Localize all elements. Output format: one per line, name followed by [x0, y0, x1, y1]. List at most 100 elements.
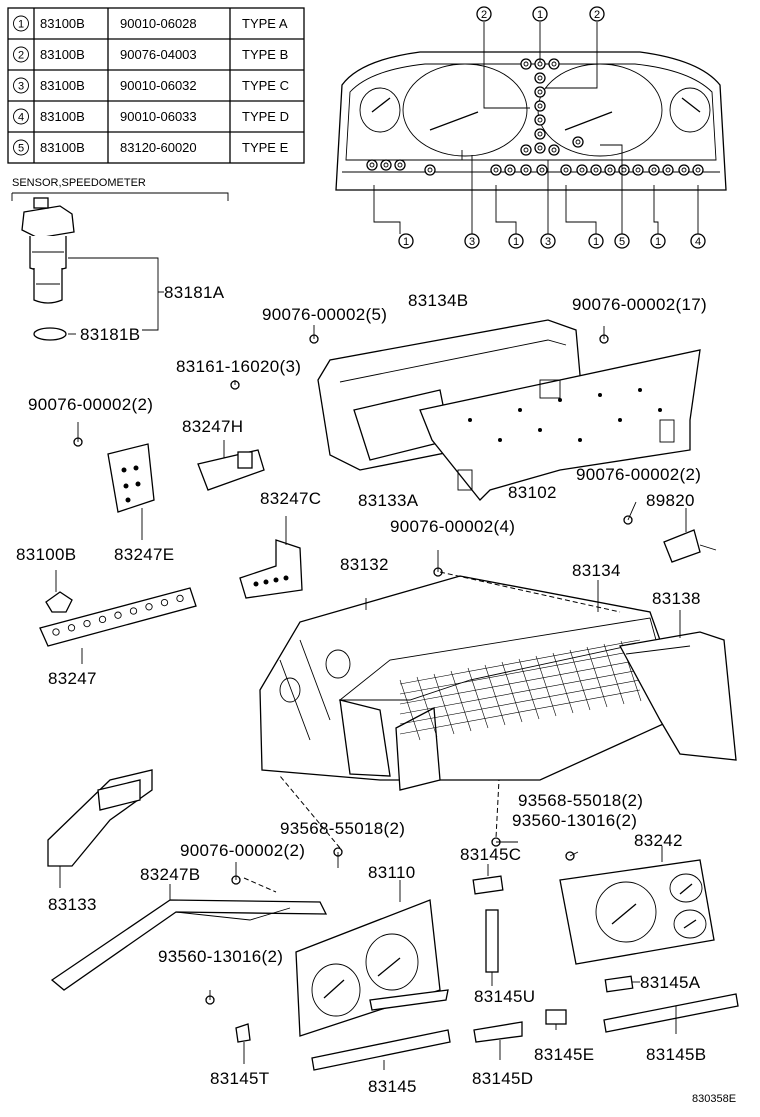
- label-83145T: 83145T: [210, 1069, 269, 1088]
- socket: [572, 136, 584, 148]
- svg-text:3: 3: [469, 236, 475, 248]
- label-83247E: 83247E: [114, 545, 174, 564]
- label-83100B: 83100B: [16, 545, 76, 564]
- label-90076-4: 90076-00002(4): [390, 517, 515, 536]
- row-mark-circle: [13, 46, 29, 63]
- upper-assembly: [317, 319, 701, 501]
- bulb-sockets: [366, 58, 704, 176]
- screws: [73, 325, 637, 1005]
- socket: [520, 58, 532, 70]
- label-83145D: 83145D: [472, 1069, 533, 1088]
- row-type: TYPE A: [242, 16, 288, 31]
- label-83145B: 83145B: [646, 1045, 706, 1064]
- label-83181B: 83181B: [80, 325, 140, 344]
- row-code: 90010-06033: [120, 109, 197, 124]
- callout-bottom: 1: [588, 233, 604, 249]
- socket: [576, 164, 588, 176]
- label-83181A: 83181A: [164, 283, 225, 302]
- socket: [520, 144, 532, 156]
- figure-code: 830358E: [692, 1093, 736, 1105]
- speedometer-sensor: [21, 197, 164, 341]
- row-part: 83100B: [40, 140, 85, 155]
- row-code: 83120-60020: [120, 140, 197, 155]
- socket: [590, 164, 602, 176]
- plate-83247E: [107, 443, 155, 540]
- label-93568-a: 93568-55018(2): [518, 791, 643, 810]
- label-83134: 83134: [572, 561, 621, 580]
- label-90076-2a: 90076-00002(2): [28, 395, 153, 414]
- socket: [632, 164, 644, 176]
- row-part: 83100B: [40, 47, 85, 62]
- label-93560-a: 93560-13016(2): [512, 811, 637, 830]
- main-housing: [259, 571, 737, 791]
- svg-text:5: 5: [619, 236, 625, 248]
- callout-bottom: 3: [540, 233, 556, 249]
- lens-parts: [235, 864, 739, 1071]
- socket: [648, 164, 660, 176]
- socket: [394, 159, 406, 171]
- label-90076-2c: 90076-00002(2): [180, 841, 305, 860]
- label-83145C: 83145C: [460, 845, 521, 864]
- label-83247H: 83247H: [182, 417, 243, 436]
- socket: [534, 100, 546, 112]
- label-89820: 89820: [646, 491, 695, 510]
- callout-bottom: 3: [464, 233, 480, 249]
- label-83145E: 83145E: [534, 1045, 594, 1064]
- socket: [618, 164, 630, 176]
- callout-top: 1: [532, 6, 548, 22]
- harness-83247B: [50, 877, 328, 991]
- callout-bottom: 5: [614, 233, 630, 249]
- label-83134B: 83134B: [408, 291, 468, 310]
- svg-text:1: 1: [655, 236, 661, 248]
- row-mark: 1: [18, 19, 24, 31]
- label-83247B: 83247B: [140, 865, 200, 884]
- svg-text:3: 3: [545, 236, 551, 248]
- row-type: TYPE E: [242, 140, 289, 155]
- row-mark: 2: [18, 50, 24, 62]
- row-type: TYPE D: [242, 109, 289, 124]
- socket: [692, 164, 704, 176]
- row-part: 83100B: [40, 78, 85, 93]
- svg-text:2: 2: [481, 9, 487, 21]
- svg-text:1: 1: [403, 236, 409, 248]
- row-mark-circle: [13, 139, 29, 156]
- socket: [534, 128, 546, 140]
- sensor-caption: SENSOR,SPEEDOMETER: [12, 177, 146, 189]
- row-code: 90076-04003: [120, 47, 197, 62]
- label-83161: 83161-16020(3): [176, 357, 301, 376]
- callout-bottom: 1: [398, 233, 414, 249]
- svg-text:4: 4: [695, 236, 701, 248]
- label-83133A: 83133A: [358, 491, 419, 510]
- panel-83242: [559, 846, 715, 965]
- sensor-caption-group: SENSOR,SPEEDOMETER: [11, 177, 229, 201]
- label-83145U: 83145U: [474, 987, 535, 1006]
- bracket-83133: [47, 769, 153, 888]
- socket: [534, 86, 546, 98]
- plate-83247: [39, 587, 197, 664]
- socket: [424, 164, 436, 176]
- socket: [366, 159, 378, 171]
- socket: [548, 58, 560, 70]
- row-type: TYPE C: [242, 78, 289, 93]
- socket: [662, 164, 674, 176]
- socket: [604, 164, 616, 176]
- socket: [380, 159, 392, 171]
- label-90076-2b: 90076-00002(2): [576, 465, 701, 484]
- socket: [534, 72, 546, 84]
- label-90076-5: 90076-00002(5): [262, 305, 387, 324]
- label-83247: 83247: [48, 669, 97, 688]
- socket: [534, 142, 546, 154]
- callout-bottom: 4: [690, 233, 706, 249]
- row-mark: 3: [18, 81, 24, 93]
- socket: [560, 164, 572, 176]
- callout-top: 2: [476, 6, 492, 22]
- socket: [534, 114, 546, 126]
- label-83110: 83110: [368, 863, 416, 882]
- part-labels: 83181A 83181B 90076-00002(5) 83134B 9007…: [16, 283, 736, 1105]
